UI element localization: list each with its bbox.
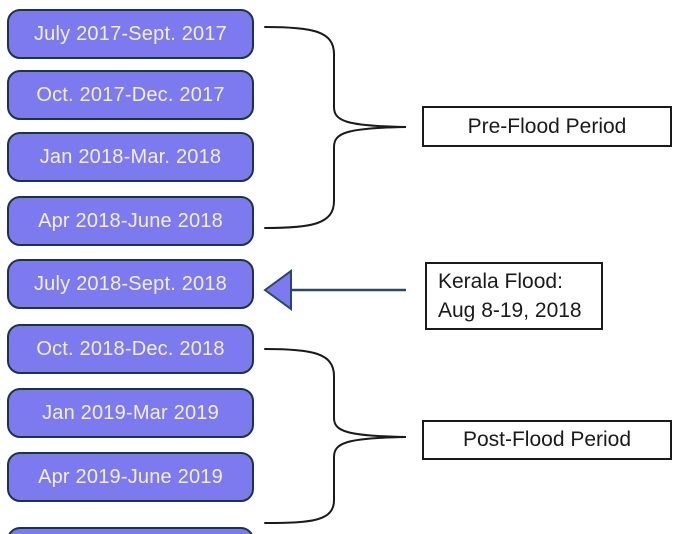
- timeline-box-label: Jan 2018-Mar. 2018: [39, 145, 222, 168]
- post-flood-period-label-box: Post-Flood Period: [422, 420, 672, 460]
- timeline-box-q6: Oct. 2018-Dec. 2018: [7, 324, 254, 374]
- timeline-box-label: Oct. 2018-Dec. 2018: [36, 337, 225, 360]
- kerala-flood-line2: Aug 8-19, 2018: [438, 299, 582, 322]
- timeline-box-q4: Apr 2018-June 2018: [7, 196, 254, 246]
- post-flood-period-label: Post-Flood Period: [462, 428, 632, 451]
- kerala-flood-callout-box: Kerala Flood: Aug 8-19, 2018: [425, 262, 603, 330]
- timeline-box-q3: Jan 2018-Mar. 2018: [7, 132, 254, 182]
- timeline-box-label: Apr 2019-June 2019: [38, 465, 223, 488]
- pre-flood-period-label: Pre-Flood Period: [467, 114, 627, 138]
- timeline-box-label: Jan 2019-Mar 2019: [42, 401, 219, 424]
- post-flood-brace: [264, 348, 407, 524]
- flood-arrowhead-icon: [263, 269, 292, 311]
- timeline-box-q8: Apr 2019-June 2019: [7, 452, 254, 502]
- timeline-box-label: Oct. 2017-Dec. 2017: [36, 83, 225, 106]
- timeline-box-q1: July 2017-Sept. 2017: [7, 9, 254, 59]
- timeline-box-label: July 2018-Sept. 2018: [33, 272, 228, 295]
- timeline-box-q2: Oct. 2017-Dec. 2017: [7, 70, 254, 120]
- timeline-box-label: Apr 2018-June 2018: [38, 209, 223, 232]
- timeline-box-q7: Jan 2019-Mar 2019: [7, 388, 254, 438]
- timeline-box-label: July 2017-Sept. 2017: [33, 22, 228, 45]
- timeline-box-q5-flood-quarter: July 2018-Sept. 2018: [7, 259, 254, 309]
- pre-flood-brace: [264, 26, 407, 229]
- timeline-box-q9-cutoff: [7, 527, 254, 534]
- pre-flood-period-label-box: Pre-Flood Period: [422, 106, 672, 147]
- kerala-flood-line1: Kerala Flood:: [438, 270, 563, 293]
